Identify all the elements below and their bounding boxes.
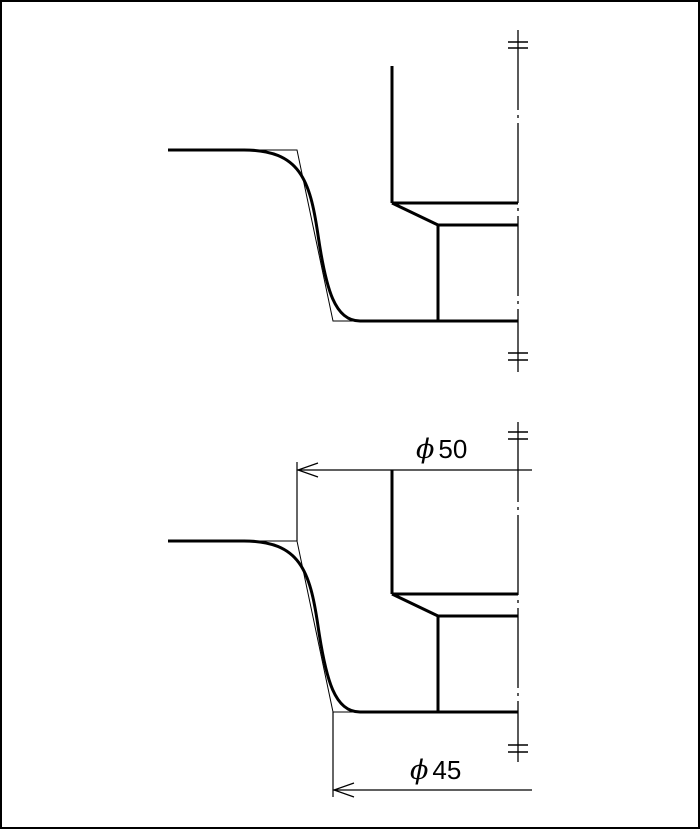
top-profile-outline [168, 148, 518, 323]
bottom-profile-outline [168, 539, 518, 714]
bottom-break-mark-lower [508, 744, 528, 753]
bottom-chamfer-construction-line [244, 540, 360, 713]
phi50-arrowhead [296, 462, 319, 478]
bottom-break-mark-upper [508, 431, 528, 440]
top-chamfer-construction-line [244, 149, 360, 322]
dimension-phi45 [332, 712, 532, 798]
top-view [168, 30, 528, 372]
bottom-inner-part [390, 470, 518, 712]
top-inner-part [390, 66, 518, 321]
top-break-mark-lower [508, 352, 528, 361]
top-break-mark-upper [508, 41, 528, 49]
dimension-phi50 [296, 462, 532, 541]
phi45-arrowhead [332, 782, 355, 798]
